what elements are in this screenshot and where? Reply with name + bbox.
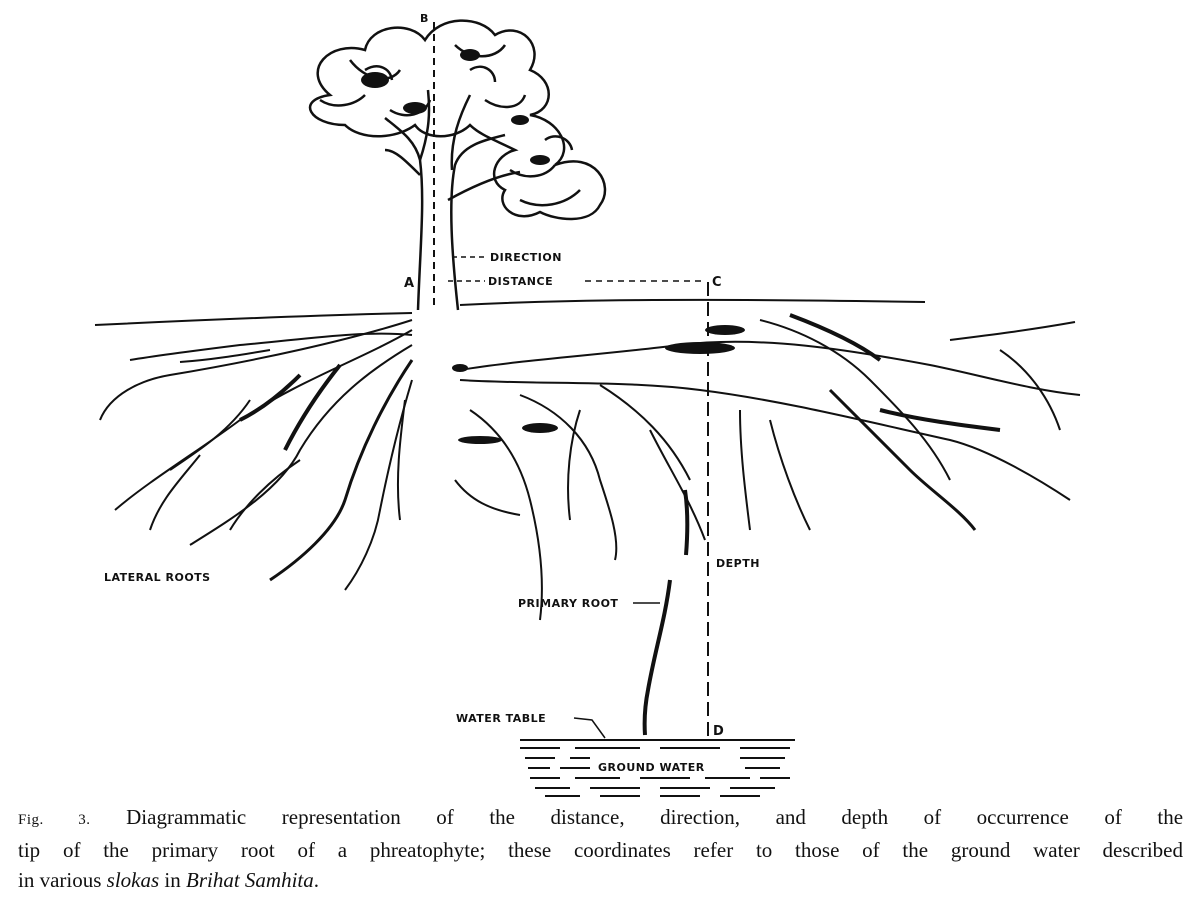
primary-root-upper [683,489,690,556]
tree-canopy [308,19,607,221]
label-ground-water: GROUND WATER [598,761,705,774]
water-table-leader [573,717,606,739]
caption-line-3-pre: in various [18,868,102,892]
root-blotches [452,325,745,444]
caption-line-1: Fig. 3. Diagrammatic representation of t… [18,802,1183,835]
caption-line-3: in various slokas in Brihat Samhita. [18,868,319,892]
caption-line-3-end: . [313,868,320,892]
caption-slokas: slokas [106,868,160,892]
label-lateral-roots: LATERAL ROOTS [104,571,211,584]
caption-line-3-mid: in [164,868,181,892]
caption-line-2: tip of the primary root of a phreatophyt… [18,838,1183,862]
label-a: A [404,276,414,291]
label-primary-root: PRIMARY ROOT [518,597,618,610]
ground-surface [94,298,926,326]
label-water-table: WATER TABLE [456,712,546,725]
tree-canopy-shading [361,49,550,165]
phreatophyte-diagram: B A DIRECTION DISTANCE C DEPTH D [94,12,1081,797]
label-distance: DISTANCE [488,275,553,288]
ground-water-hatching [520,739,795,797]
caption-fig-label: Fig. 3. [18,812,91,828]
caption-book: Brihat Samhita [186,868,314,892]
primary-root [642,579,672,736]
lateral-roots-left [99,319,414,591]
figure-caption: Fig. 3. Diagrammatic representation of t… [18,802,1183,895]
label-d: D [713,724,724,739]
label-direction: DIRECTION [490,251,562,264]
lateral-roots-right [454,313,1081,621]
caption-line-1-text: Diagrammatic representation of the dista… [126,805,1184,829]
label-c: C [712,275,722,290]
tree-trunk [384,89,521,311]
label-b: B [420,12,429,25]
label-depth: DEPTH [716,557,760,570]
